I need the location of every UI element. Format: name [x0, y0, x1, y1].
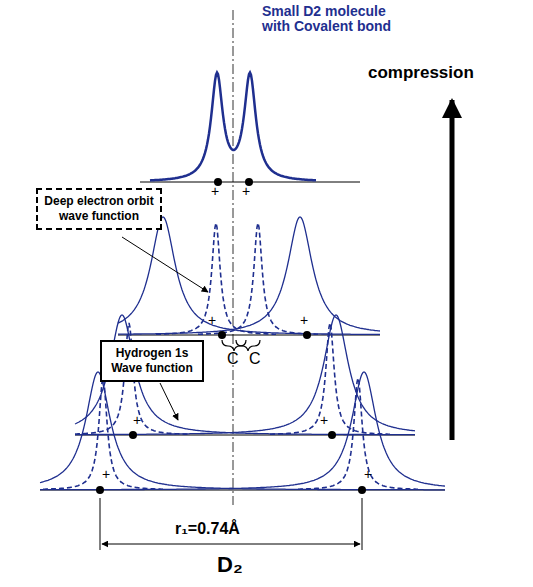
title-note: Small D2 molecule with Covalent bond	[262, 4, 412, 35]
1s-curve	[150, 73, 316, 181]
compression-arrow	[450, 100, 455, 440]
deep-orbit-curve	[298, 378, 418, 489]
dimension-tick	[100, 498, 101, 550]
charge-sign: +	[300, 313, 308, 328]
callout-box: Deep electron orbit wave function	[36, 188, 162, 230]
wave-functions	[40, 73, 445, 490]
charge-sign: +	[211, 184, 219, 199]
dimension-tick	[362, 498, 363, 550]
deep-orbit-curve	[43, 378, 163, 489]
brace-label: C	[249, 350, 261, 368]
leader-arrow	[122, 237, 208, 292]
deep-orbit-curve	[198, 223, 318, 334]
charge-sign: +	[102, 467, 110, 482]
deep-orbit-curve	[156, 223, 276, 334]
charge-sign: +	[242, 184, 250, 199]
molecule-name: D₂	[217, 553, 243, 577]
dimension-label: r₁=0.74Å	[175, 520, 240, 538]
callout-text: Hydrogen 1s Wave function	[111, 346, 193, 375]
compression-label: compression	[368, 64, 474, 83]
leader-arrow	[160, 383, 178, 420]
1s-curve	[40, 372, 445, 490]
brace-label: C	[227, 350, 239, 368]
1s-curve	[118, 217, 380, 334]
callout-text: Deep electron orbit wave function	[44, 194, 153, 223]
brace	[236, 340, 260, 351]
charge-sign: +	[208, 313, 216, 328]
1s-curve	[75, 315, 415, 435]
1s-curve	[75, 315, 415, 435]
deep-orbit-curve	[270, 323, 390, 434]
1s-curve	[118, 217, 380, 334]
charge-sign: +	[320, 413, 328, 428]
charge-sign: +	[364, 467, 372, 482]
dimension-line	[102, 544, 360, 545]
1s-curve	[40, 372, 445, 490]
symmetry-axis	[233, 10, 234, 505]
callout-box: Hydrogen 1s Wave function	[100, 340, 204, 382]
charge-sign: +	[133, 413, 141, 428]
